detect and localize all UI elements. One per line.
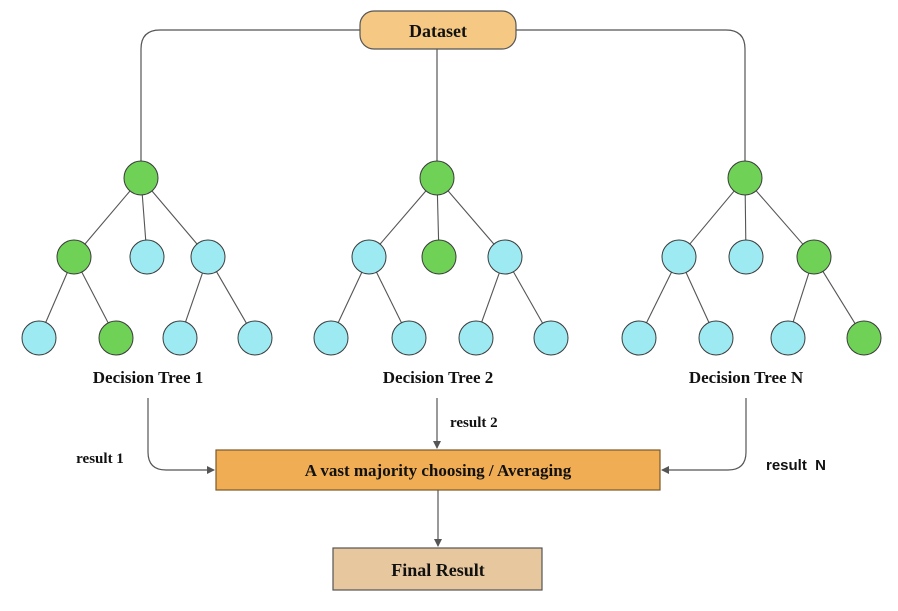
dataset-to-tree-1-line (140, 29, 360, 161)
tree-edge (216, 271, 247, 324)
tree-node-level2 (533, 320, 569, 356)
result-connectors (147, 398, 747, 474)
result-1-label: result 1 (76, 451, 124, 467)
tree-n-result-arrow (661, 398, 747, 474)
tree-node-level2 (237, 320, 273, 356)
tree-node-level2 (621, 320, 657, 356)
tree-edge (689, 190, 735, 245)
tree-edges (646, 190, 856, 324)
tree-1-label: Decision Tree 1 (93, 368, 203, 387)
tree-node-level1 (487, 239, 523, 275)
dataset-connectors (140, 29, 746, 161)
tree-node-level2 (313, 320, 349, 356)
tree-edge (81, 271, 109, 324)
majority-label: A vast majority choosing / Averaging (305, 461, 572, 480)
tree-edge (755, 190, 804, 245)
tree-node-level1 (796, 239, 832, 275)
result-n-label: result N (766, 457, 826, 474)
tree-edge (685, 272, 710, 323)
tree-node-level1 (661, 239, 697, 275)
dataset-box (359, 10, 517, 50)
tree-edges (337, 190, 544, 324)
tree-node-level2 (391, 320, 427, 356)
tree-node-level1 (56, 239, 92, 275)
tree-node-level1 (421, 239, 457, 275)
tree-node-level1 (129, 239, 165, 275)
result-2-label: result 2 (450, 415, 498, 431)
tree-edge (376, 271, 402, 324)
tree-node-root (727, 160, 763, 196)
decision-tree-1 (21, 160, 273, 356)
tree-node-level1 (190, 239, 226, 275)
tree-node-level2 (770, 320, 806, 356)
tree-edge (481, 272, 500, 323)
tree-node-root (123, 160, 159, 196)
decision-tree-n (621, 160, 882, 356)
dataset-to-tree-n-line (516, 29, 746, 161)
tree-1-result-arrow (147, 398, 215, 474)
tree-node-level2 (846, 320, 882, 356)
tree-node-level2 (698, 320, 734, 356)
decision-tree-2 (313, 160, 569, 356)
dataset-label: Dataset (409, 21, 467, 41)
tree-edge (792, 273, 810, 322)
tree-edge (447, 190, 495, 245)
tree-edge (84, 190, 131, 245)
tree-edge (151, 190, 198, 245)
tree-edge (379, 190, 427, 245)
tree-node-level2 (21, 320, 57, 356)
tree-node-root (419, 160, 455, 196)
decision-trees (21, 160, 882, 356)
tree-n-label: Decision Tree N (689, 368, 804, 387)
tree-edge (337, 272, 363, 323)
tree-node-level2 (458, 320, 494, 356)
tree-edge (822, 271, 856, 324)
tree-edge (744, 194, 747, 241)
tree-edge (436, 194, 440, 241)
tree-edge (45, 272, 68, 323)
tree-node-level2 (162, 320, 198, 356)
majority-box (215, 449, 661, 491)
final-result-box (332, 547, 543, 591)
tree-node-level1 (351, 239, 387, 275)
tree-node-level2 (98, 320, 134, 356)
tree-edge (141, 194, 147, 241)
final-result-label: Final Result (391, 560, 485, 580)
tree-node-level1 (728, 239, 764, 275)
tree-edge (646, 271, 672, 324)
tree-2-label: Decision Tree 2 (383, 368, 493, 387)
tree-edge (512, 271, 544, 324)
tree-edge (185, 272, 203, 323)
tree-edges (45, 190, 247, 324)
